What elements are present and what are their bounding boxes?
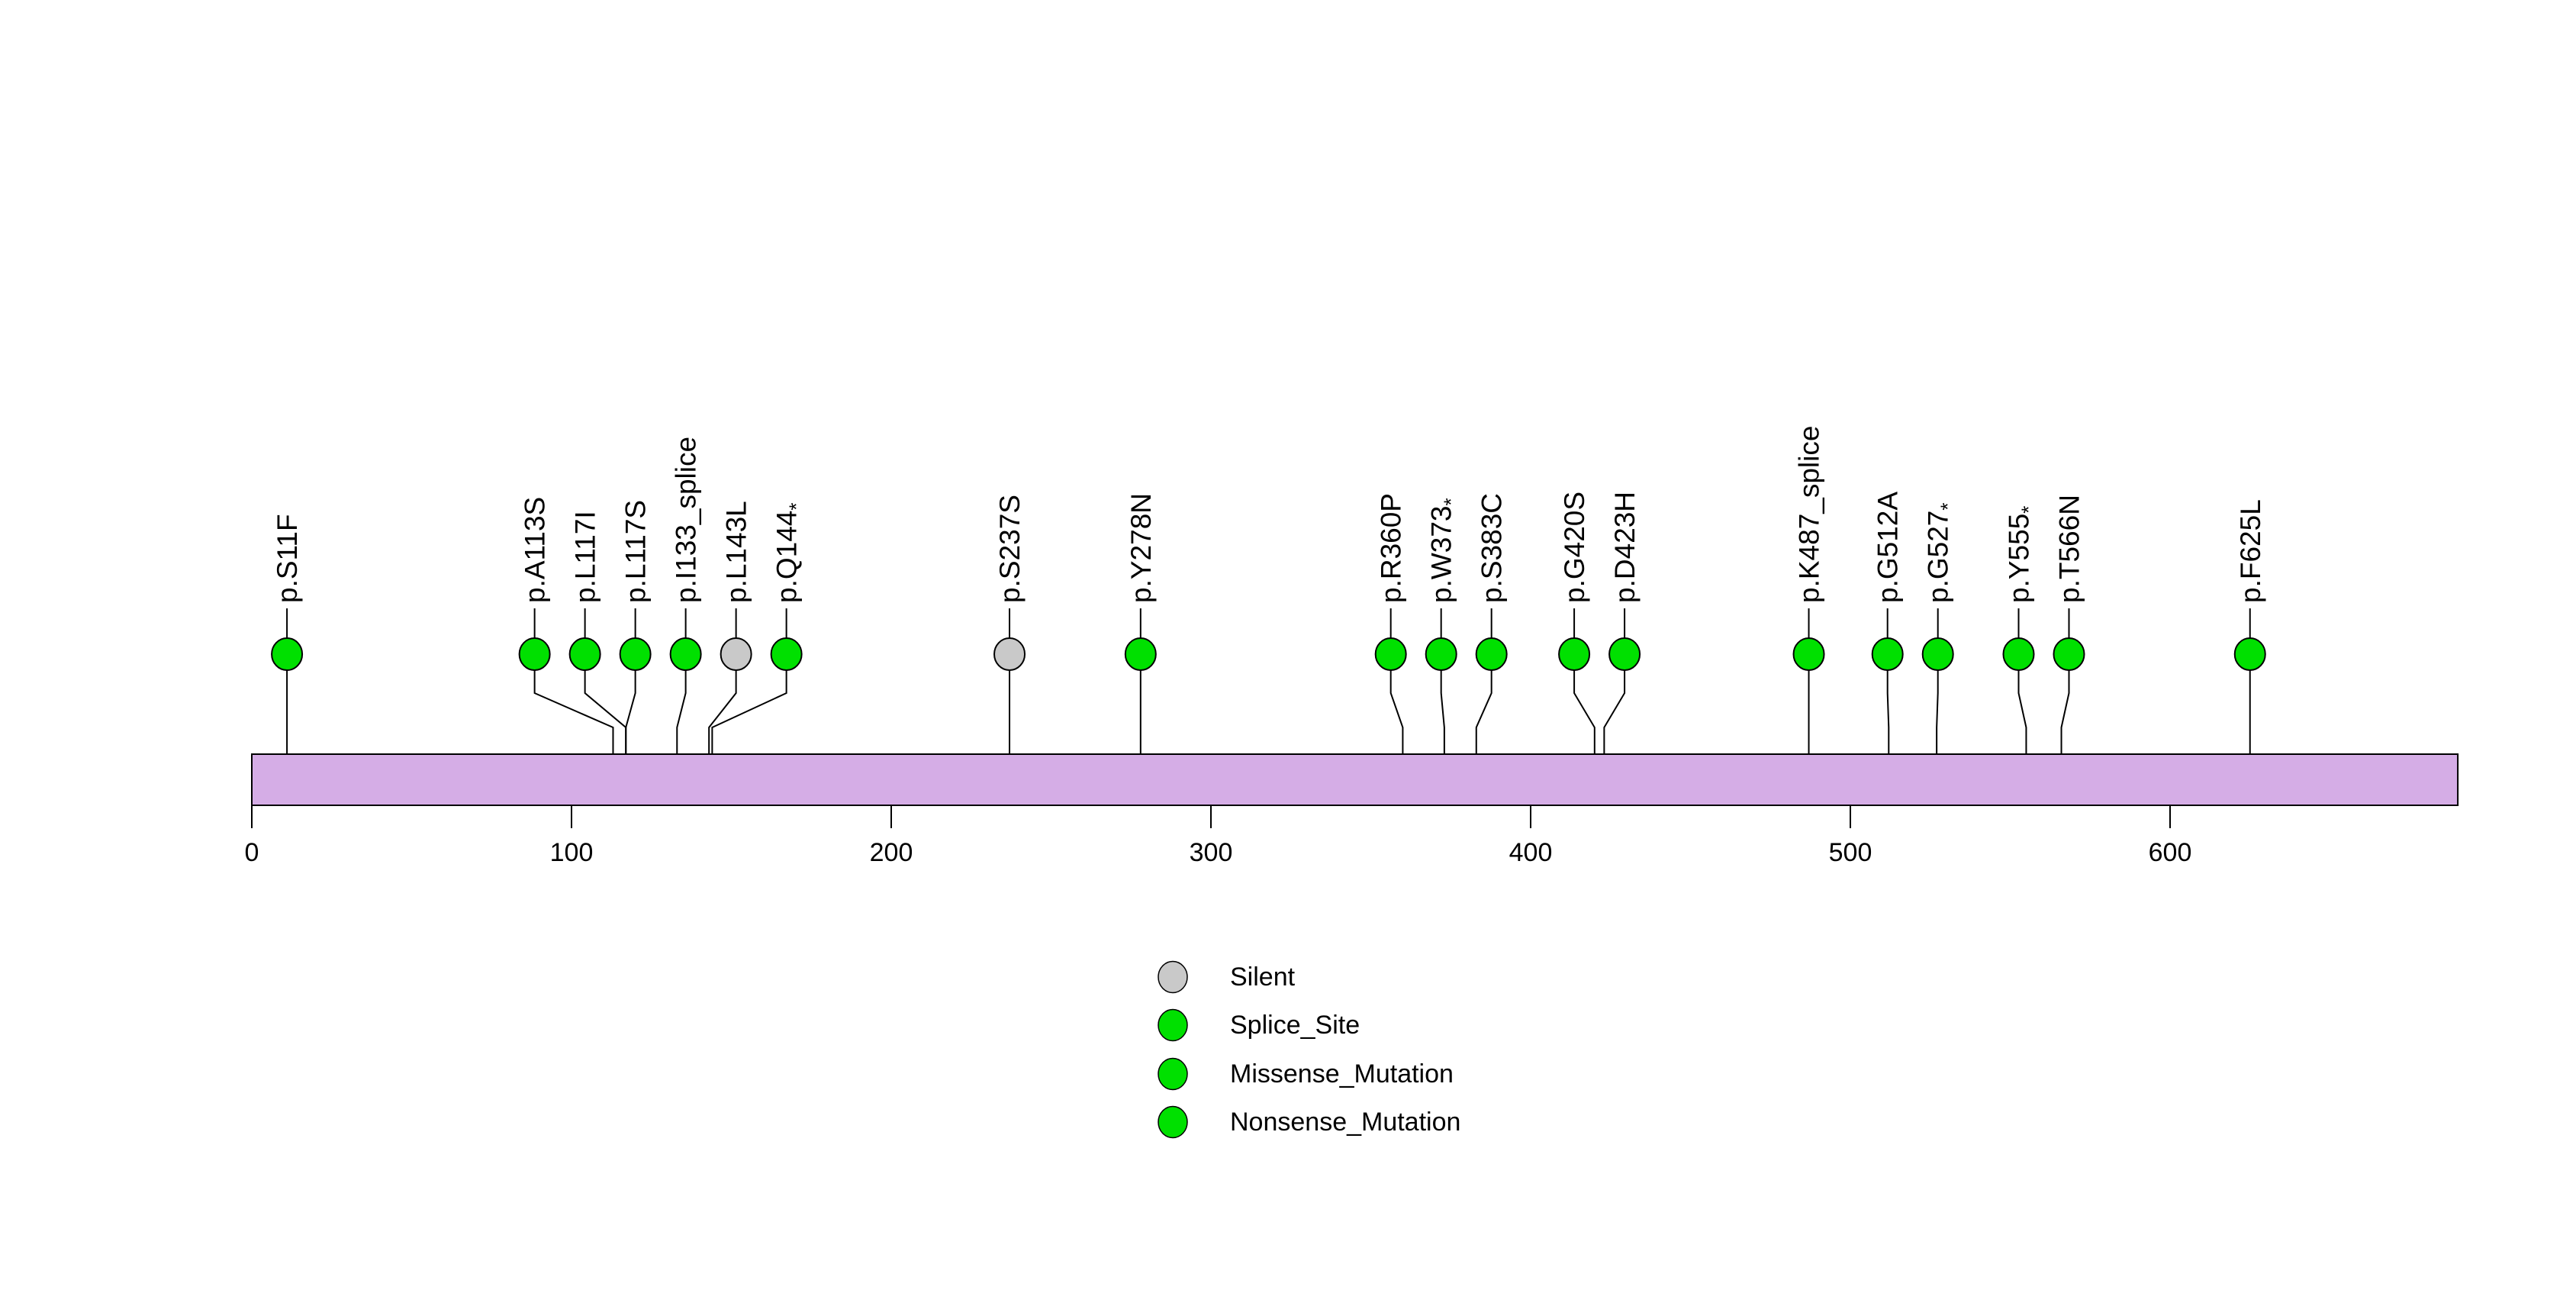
mutation-label: p.T566N [2053,495,2085,603]
legend-label: Silent [1230,963,1296,992]
mutation-lollipop-circle [1792,637,1825,671]
mutation-lollipop-circle [770,637,803,671]
mutation-lollipop-circle [2053,637,2085,671]
axis-tick-label: 600 [2149,838,2192,867]
protein-backbone-rect [251,753,2459,806]
mutation-lollipop-circle [1608,637,1641,671]
mutation-lollipop-circle [2002,637,2035,671]
legend-marker-silent [1158,960,1188,994]
mutation-lollipop-circle [1921,637,1954,671]
mutation-lollipop-circle [2233,637,2266,671]
mutation-lollipop-circle [568,637,601,671]
legend-label: Nonsense_Mutation [1230,1108,1460,1137]
mutation-label: p.R360P [1376,493,1407,603]
axis-tick-label: 500 [1829,838,1872,867]
legend: SilentSplice_SiteMissense_MutationNonsen… [1158,960,1460,1139]
lollipop-circles [271,637,2266,671]
mutation-label: p.D423H [1609,492,1641,603]
mutation-label: p.S237S [994,495,1026,603]
mutation-label: p.F625L [2235,499,2266,603]
mutation-label: p.G420S [1559,492,1590,603]
mutation-label: p.L117I [570,511,601,603]
mutation-label: p.Q144* [771,503,808,604]
protein-backbone [251,753,2459,806]
mutation-label: p.L143L [721,501,752,603]
mutation-label: p.W373* [1426,498,1463,603]
x-axis: 0 100 200 300 400 500 600 [245,805,2192,867]
legend-label: Splice_Site [1230,1011,1360,1040]
mutation-lollipop-circle [1425,637,1457,671]
axis-tick-label: 0 [245,838,259,867]
axis-tick-label: 300 [1190,838,1233,867]
mutation-label: p.Y278N [1125,493,1157,603]
axis-tick-label: 200 [870,838,913,867]
legend-marker-nonsense_mutation [1158,1105,1188,1139]
mutation-lollipop-circle [1475,637,1508,671]
mutation-lollipop-circle [720,637,752,671]
axis-tick-label: 100 [550,838,594,867]
mutation-label: p.G512A [1872,492,1904,603]
mutation-lollipop-circle [518,637,551,671]
mutation-lollipop-circle [1871,637,1904,671]
mutation-lollipop-circle [619,637,652,671]
mutation-labels: p.S11F p.A113S p.L117I p.L117S p.I133_splice… [272,426,2266,603]
mutation-label: p.L117S [620,500,652,603]
legend-marker-missense_mutation [1158,1057,1188,1091]
mutation-label: p.A113S [520,497,551,603]
mutation-lollipop-circle [993,637,1026,671]
mutation-label: p.S383C [1476,493,1508,603]
legend-label: Missense_Mutation [1230,1059,1454,1088]
mutation-lollipop-circle [1558,637,1591,671]
mutation-label: p.K487_splice [1794,426,1825,603]
mutation-lollipop-circle [1124,637,1157,671]
mutation-label: p.Y555* [2003,506,2040,603]
axis-tick-label: 400 [1509,838,1553,867]
mutation-label: p.I133_splice [671,437,702,603]
legend-marker-splice_site [1158,1008,1188,1042]
mutation-label: p.G527* [1923,503,1959,604]
mutation-lollipop-circle [271,637,304,671]
mutation-lollipop-circle [1374,637,1407,671]
mutation-label: p.S11F [272,514,303,603]
mutation-lollipop-circle [669,637,702,671]
